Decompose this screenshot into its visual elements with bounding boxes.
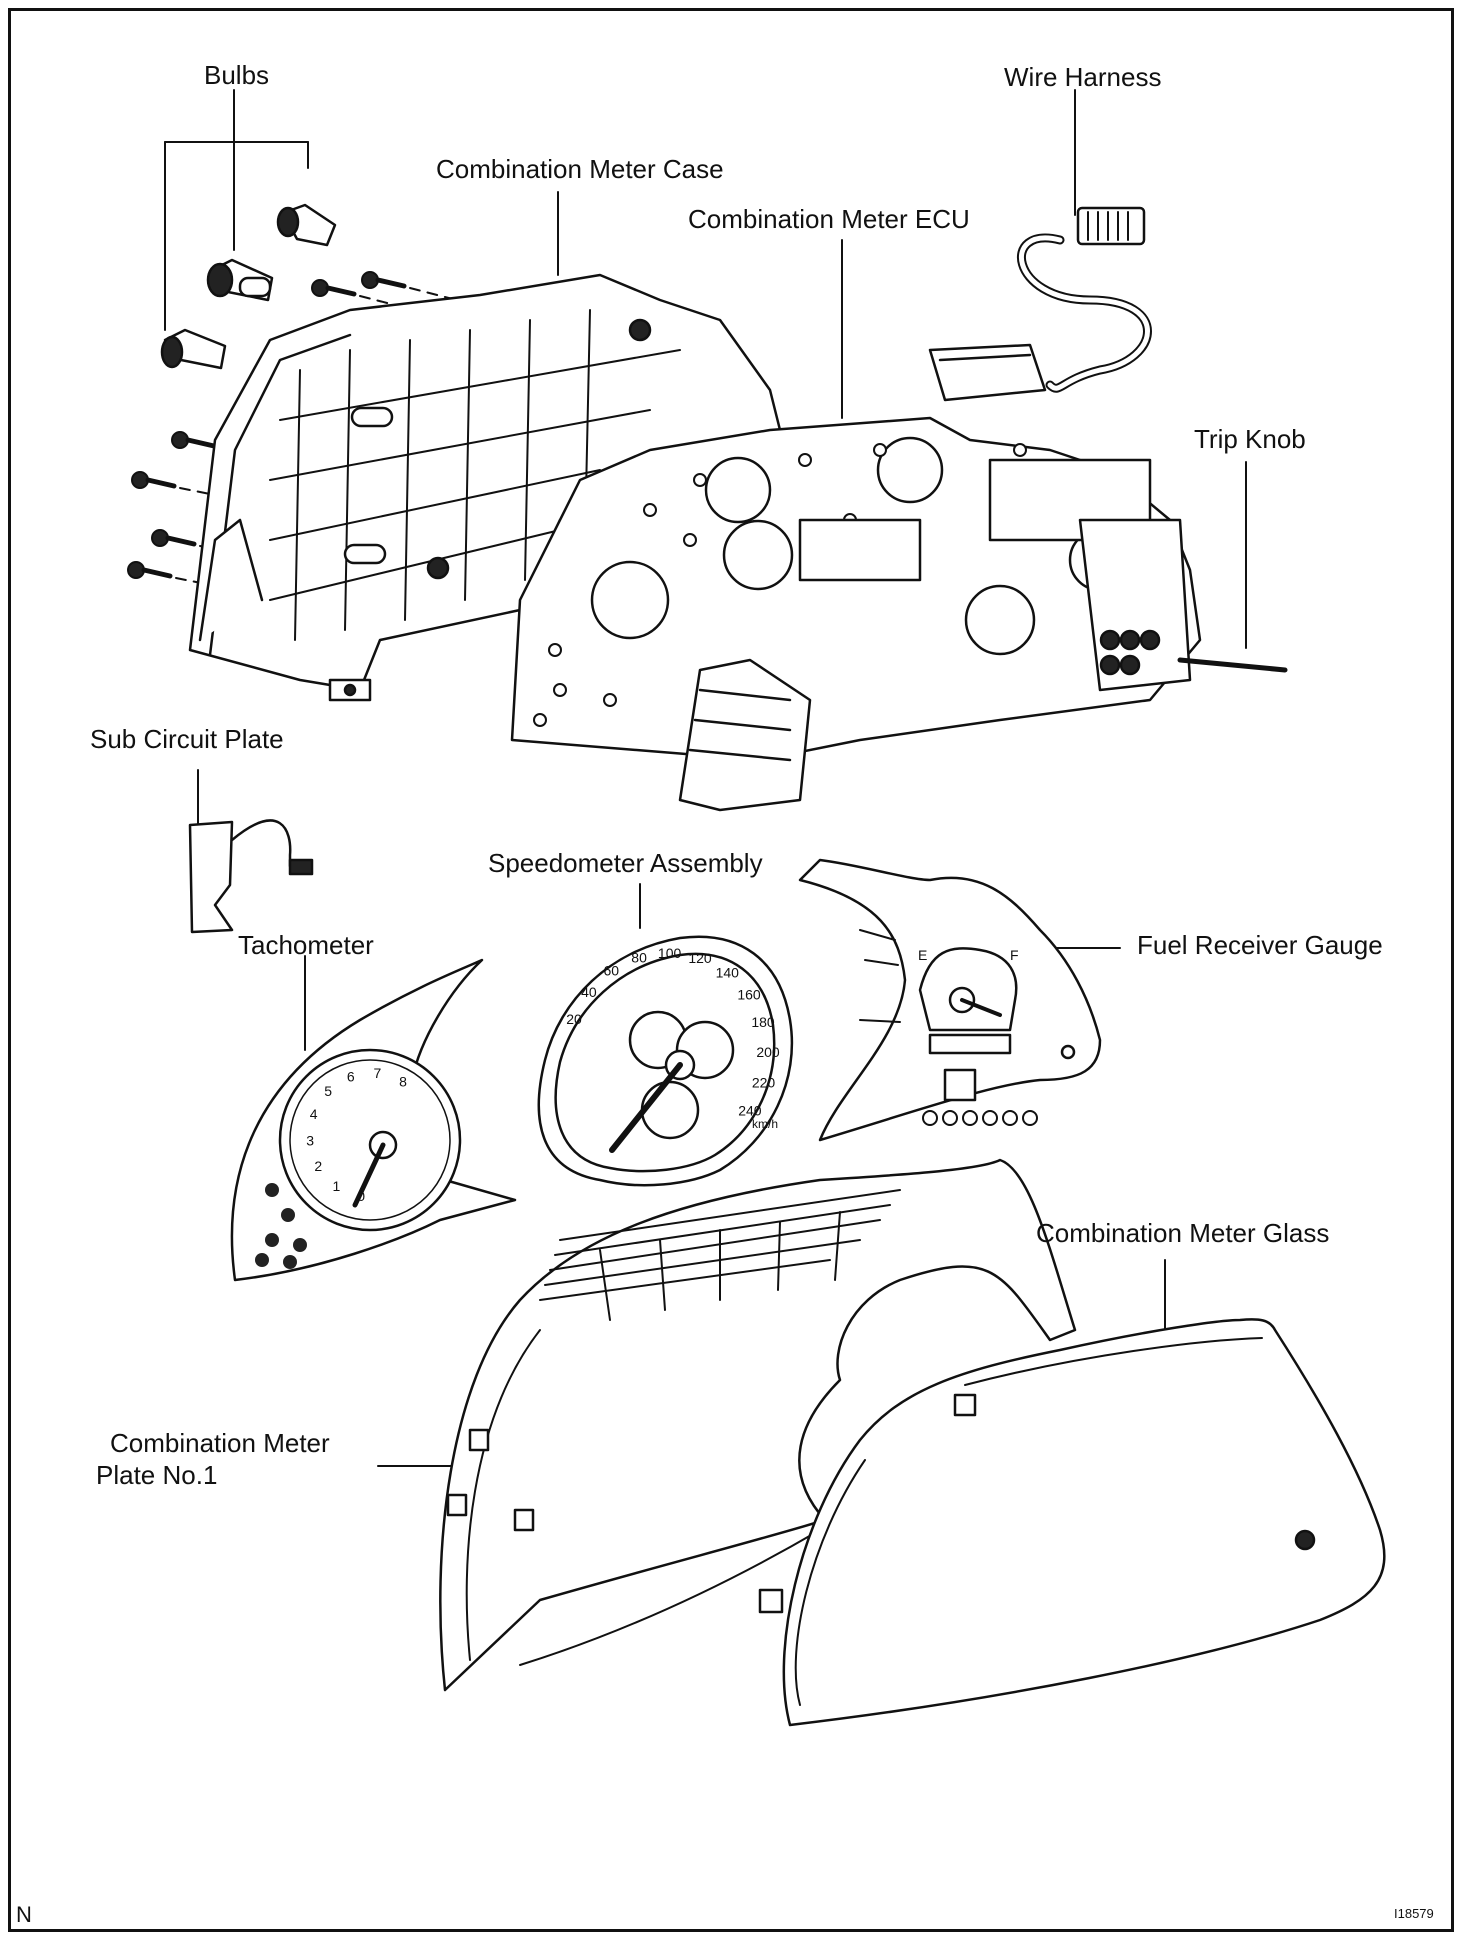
tachometer-tick-label: 7 <box>374 1065 382 1081</box>
label-combination-meter-ecu: Combination Meter ECU <box>688 204 970 234</box>
speedometer-tick-label: 60 <box>604 963 620 979</box>
label-trip-knob: Trip Knob <box>1194 424 1306 454</box>
tachometer-tick-label: 3 <box>306 1132 314 1148</box>
label-sub-circuit-plate: Sub Circuit Plate <box>90 724 284 754</box>
tachometer <box>230 958 517 1282</box>
tachometer-tick-label: 6 <box>347 1069 355 1085</box>
corner-mark: N <box>16 1902 32 1927</box>
diagram-frame <box>8 8 1454 1932</box>
combination-meter-glass <box>758 1318 1386 1727</box>
label-wire-harness: Wire Harness <box>1004 62 1162 92</box>
sub-circuit-plate <box>188 819 314 934</box>
tachometer-tick-label: 8 <box>399 1073 407 1089</box>
leader-lines <box>164 89 1247 1467</box>
speedometer-tick-label: 140 <box>716 965 740 981</box>
speedometer-tick-label: 160 <box>737 986 761 1002</box>
speedometer-tick-label: 120 <box>688 950 712 966</box>
tachometer-tick-label: 4 <box>310 1106 318 1122</box>
speedometer-unit-label: km/h <box>752 1117 778 1131</box>
label-combination-meter-glass: Combination Meter Glass <box>1036 1218 1330 1248</box>
speedometer-tick-label: 220 <box>752 1075 776 1091</box>
speedometer-assembly <box>537 935 794 1187</box>
label-tachometer: Tachometer <box>238 930 374 960</box>
speedometer-tick-label: 100 <box>658 945 682 961</box>
bulb-2-icon <box>206 258 274 302</box>
label-bulbs: Bulbs <box>204 60 270 90</box>
label-fuel-receiver-gauge: Fuel Receiver Gauge <box>1137 930 1383 960</box>
tachometer-tick-label: 0 <box>357 1188 365 1204</box>
fuel-gauge-full-mark: F <box>1010 947 1019 963</box>
speedometer-tick-label: 240 <box>738 1102 762 1118</box>
label-combination-meter-plate-line1: Combination Meter <box>110 1428 330 1458</box>
label-combination-meter-plate-line2: Plate No.1 <box>96 1460 218 1490</box>
tachometer-tick-label: 2 <box>314 1158 322 1174</box>
bulb-3-icon <box>160 328 227 370</box>
wire-harness <box>928 206 1152 402</box>
figure-reference: I18579 <box>1394 1906 1434 1921</box>
speedometer-tick-label: 200 <box>756 1044 780 1060</box>
combination-meter-case <box>188 273 782 702</box>
bulb-1-icon <box>276 203 337 247</box>
speedometer-tick-label: 180 <box>751 1014 775 1030</box>
speedometer-tick-label: 20 <box>566 1011 582 1027</box>
screw-icon <box>127 561 217 587</box>
speedometer-tick-label: 80 <box>631 949 647 965</box>
screws-group <box>127 271 481 587</box>
tachometer-tick-label: 1 <box>333 1178 341 1194</box>
bulbs-group <box>160 203 337 370</box>
combination-meter-plate-no1 <box>439 1158 1077 1692</box>
tachometer-tick-label: 5 <box>324 1083 332 1099</box>
label-speedometer-assembly: Speedometer Assembly <box>488 848 763 878</box>
screw-icon <box>131 471 221 497</box>
fuel-gauge-empty-mark: E <box>918 947 927 963</box>
label-combination-meter-case: Combination Meter Case <box>436 154 724 184</box>
combination-meter-ecu <box>510 416 1288 812</box>
fuel-receiver-gauge <box>798 858 1102 1142</box>
speedometer-tick-label: 40 <box>581 984 597 1000</box>
